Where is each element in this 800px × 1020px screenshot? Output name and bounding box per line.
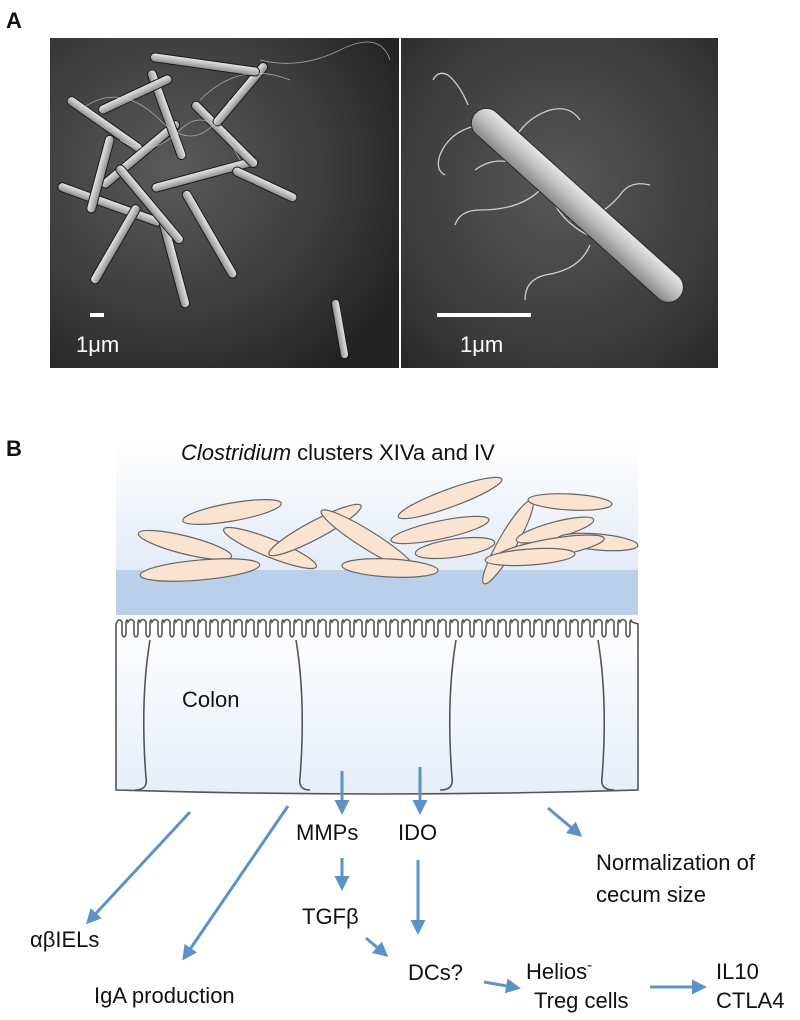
epithelium-outline (115, 618, 639, 795)
helios-superscript: - (587, 957, 592, 974)
arrow-to-normalization (547, 806, 583, 837)
fiber-strands (79, 41, 391, 161)
arrow-dcs-treg (483, 978, 521, 994)
bacterium (527, 493, 613, 511)
arrow-to-ab-iels (85, 810, 192, 925)
bacterium (390, 515, 490, 545)
bacterium (222, 526, 318, 570)
scale-bar-right (437, 313, 531, 317)
node-ido: IDO (398, 820, 437, 845)
bacterium (414, 536, 496, 560)
bacteria-cluster (57, 52, 350, 360)
scale-bar-left (90, 313, 104, 317)
title-italic: Clostridium (181, 440, 291, 465)
node-ctla4: CTLA4 (716, 988, 784, 1013)
bacterium (341, 558, 439, 578)
node-treg-cells: Treg cells (534, 988, 629, 1013)
title-rest: clusters XIVa and IV (291, 440, 495, 465)
arrow-to-iga (182, 805, 290, 961)
node-helios: Helios- (526, 957, 592, 984)
bacterium (397, 476, 503, 520)
node-tgfb: TGFβ (302, 904, 359, 929)
cell-border (134, 639, 151, 791)
helios-text: Helios (526, 959, 587, 984)
node-iga-production: IgA production (94, 983, 235, 1008)
scale-label-right: 1μm (460, 332, 503, 357)
node-ab-iels: αβIELs (30, 927, 99, 952)
cell-borders (134, 639, 615, 791)
sem-image-right: 1μm (401, 38, 718, 368)
cell-border (439, 639, 457, 791)
diagram-title: Clostridium clusters XIVa and IV (181, 440, 495, 465)
arrow-tgfb-dcs (365, 936, 389, 957)
node-dcs: DCs? (408, 960, 463, 985)
bacterium (139, 558, 261, 582)
colon-label: Colon (182, 687, 239, 712)
single-bacterium (470, 107, 684, 303)
panel-b-label: B (6, 436, 22, 461)
node-mmps: MMPs (296, 820, 358, 845)
node-normalization-line2: cecum size (596, 882, 706, 907)
scale-label-left: 1μm (76, 332, 119, 357)
clostridia-bacteria (137, 476, 639, 585)
cell-border (295, 639, 311, 791)
sem-image-left: 1μm (50, 38, 399, 368)
cell-border (597, 639, 615, 791)
bacterium (182, 498, 282, 526)
node-il10: IL10 (716, 959, 759, 984)
bacterium (137, 529, 233, 561)
panel-a-label: A (6, 8, 22, 33)
colon-epithelium (115, 618, 639, 795)
bacterium (484, 547, 576, 567)
arrows (85, 767, 707, 995)
node-normalization-line1: Normalization of (596, 850, 756, 875)
